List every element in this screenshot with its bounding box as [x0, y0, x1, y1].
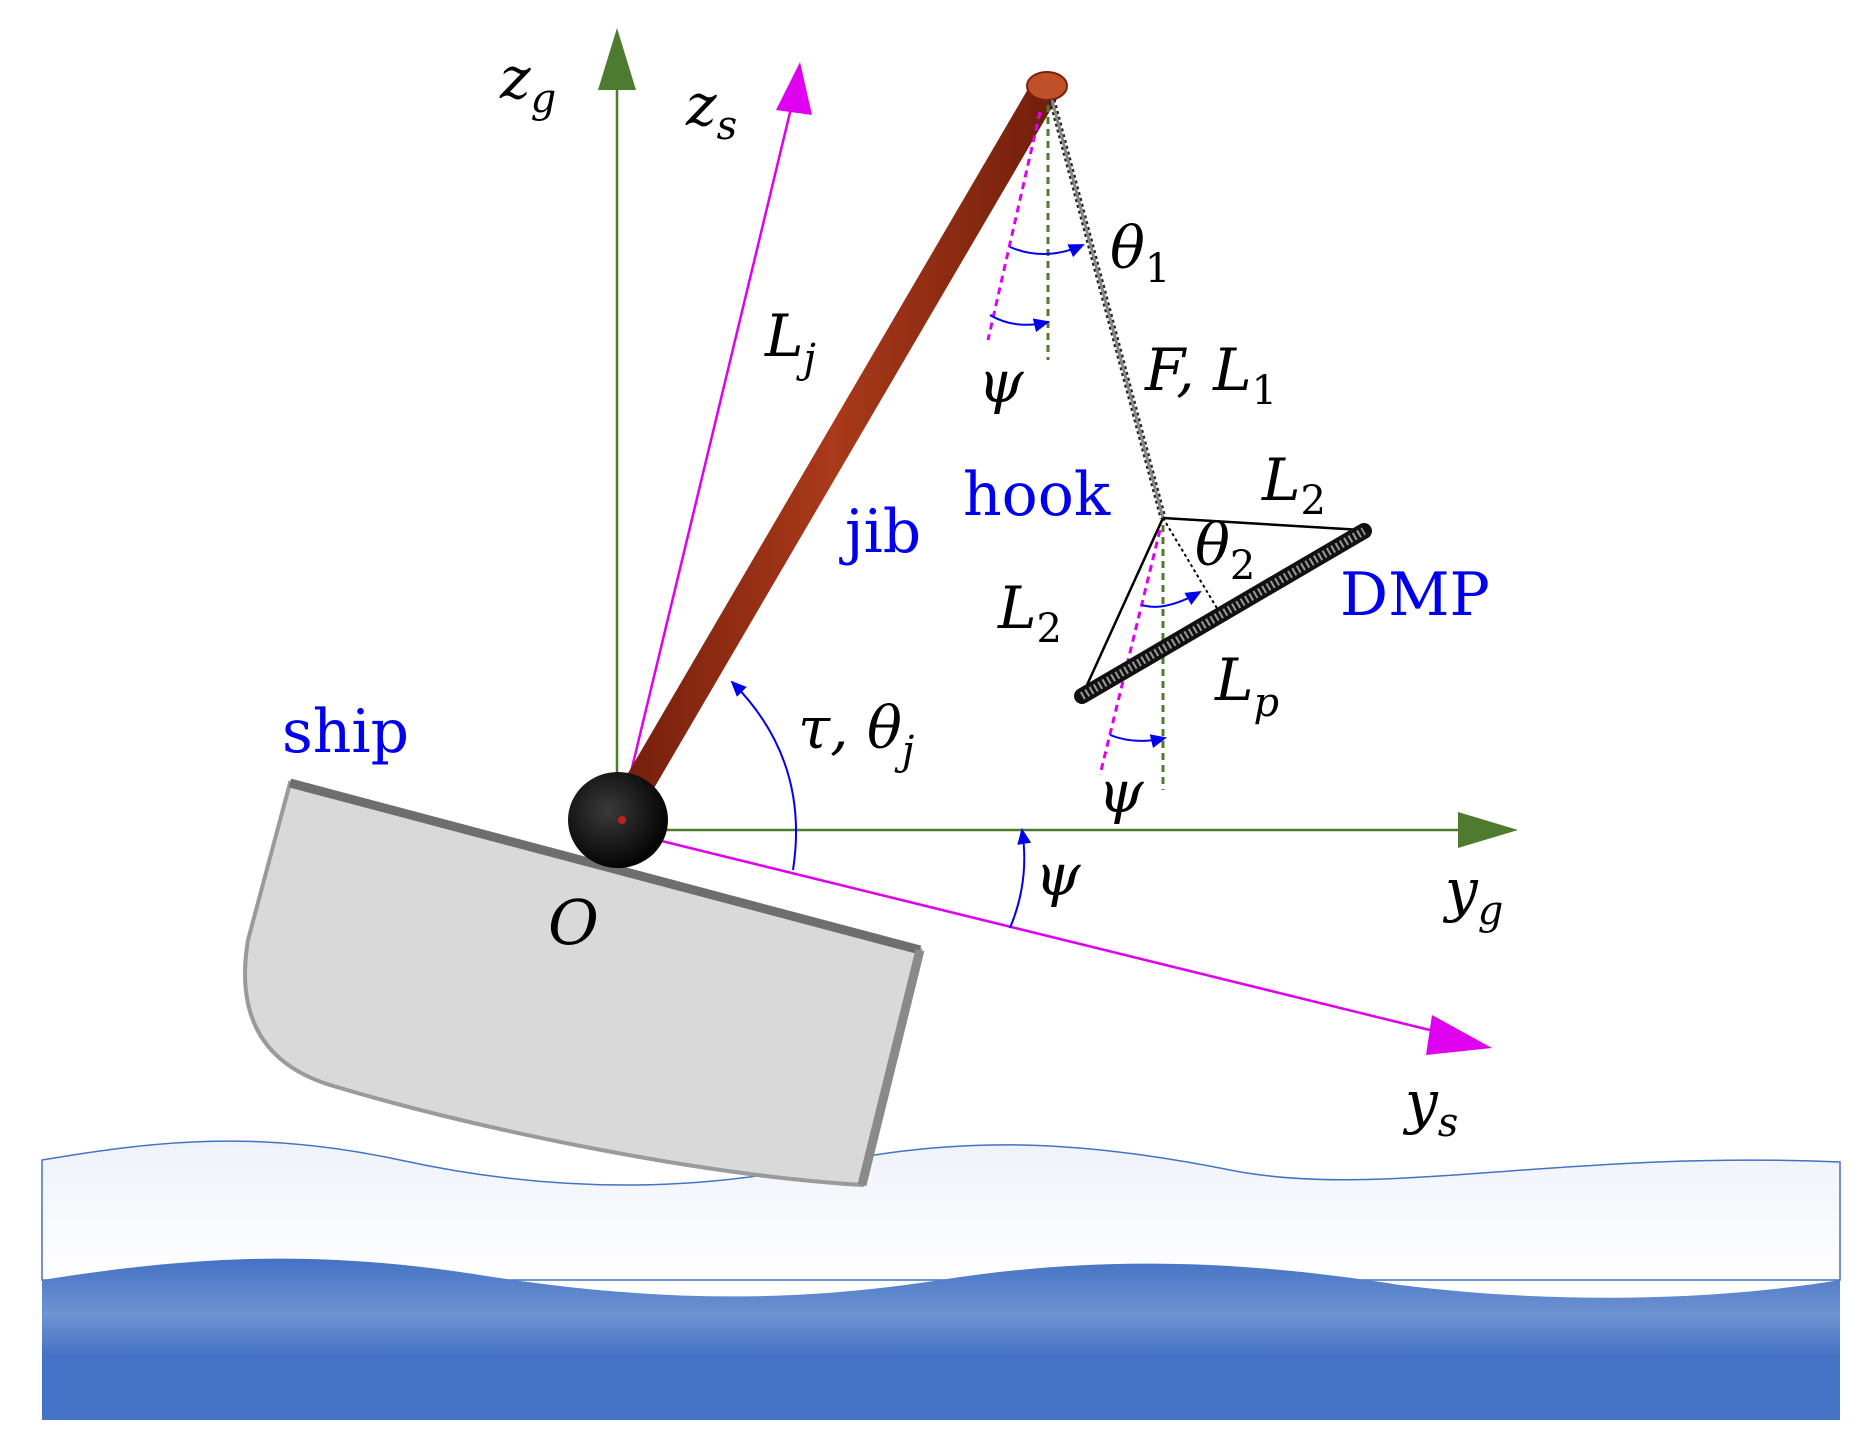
label-zg: zg	[499, 44, 556, 122]
hull-body	[243, 780, 923, 1188]
psi-dmp-arc	[1109, 734, 1167, 748]
psi-top-arc	[989, 314, 1050, 333]
jib-tip	[1026, 71, 1068, 101]
jib-tip-ship-ref	[986, 111, 1042, 341]
label-jib: jib	[839, 497, 921, 567]
sea	[41, 1140, 1841, 1420]
label-yg: yg	[1442, 856, 1503, 934]
hull-stern-edge	[857, 948, 925, 1187]
pivot-center	[618, 816, 626, 824]
zs-arrowhead	[776, 62, 812, 115]
label-psi-top: ψ	[978, 348, 1024, 416]
hull-deck-edge	[288, 778, 922, 955]
sling-l2-left	[1080, 517, 1165, 697]
label-psi-ship: ψ	[1035, 841, 1081, 909]
sea-foam	[41, 1140, 1841, 1281]
label-origin: O	[548, 886, 599, 959]
sling-l2-right	[1162, 516, 1363, 532]
label-lp: Lp	[1214, 646, 1279, 726]
label-theta1: θ1	[1110, 214, 1170, 292]
label-l2-left: L2	[997, 574, 1062, 652]
label-l2-top: L2	[1261, 446, 1326, 524]
label-psi-dmp: ψ	[1098, 758, 1144, 826]
psi-ship-arc	[1009, 828, 1032, 929]
label-dmp: DMP	[1340, 560, 1490, 630]
hook-ship-ref	[1098, 529, 1162, 776]
ys-arrowhead	[1426, 1015, 1492, 1055]
theta2-arc	[1141, 591, 1202, 608]
sea-water	[42, 1258, 1840, 1420]
ys-axis	[616, 828, 1451, 1037]
theta1-arc	[1009, 244, 1085, 258]
zs-axis	[615, 99, 795, 831]
ship-hull	[243, 778, 925, 1188]
label-f-l1: F, L1	[1144, 336, 1277, 414]
rope-l1-core	[1050, 99, 1165, 519]
label-hook: hook	[963, 460, 1111, 530]
label-theta2: θ2	[1195, 511, 1255, 589]
label-ys: ys	[1402, 1068, 1458, 1146]
dmp-beam	[1074, 523, 1372, 704]
zg-arrowhead	[598, 28, 636, 90]
label-zs: zs	[685, 71, 737, 149]
tau-arc	[730, 680, 797, 871]
yg-arrowhead	[1458, 812, 1518, 848]
jib-outline	[603, 73, 1061, 835]
label-lj: Lj	[764, 302, 816, 382]
label-tau-thetaj: τ, θj	[798, 694, 914, 774]
label-ship: ship	[282, 697, 409, 767]
jib-boom	[603, 73, 1061, 835]
